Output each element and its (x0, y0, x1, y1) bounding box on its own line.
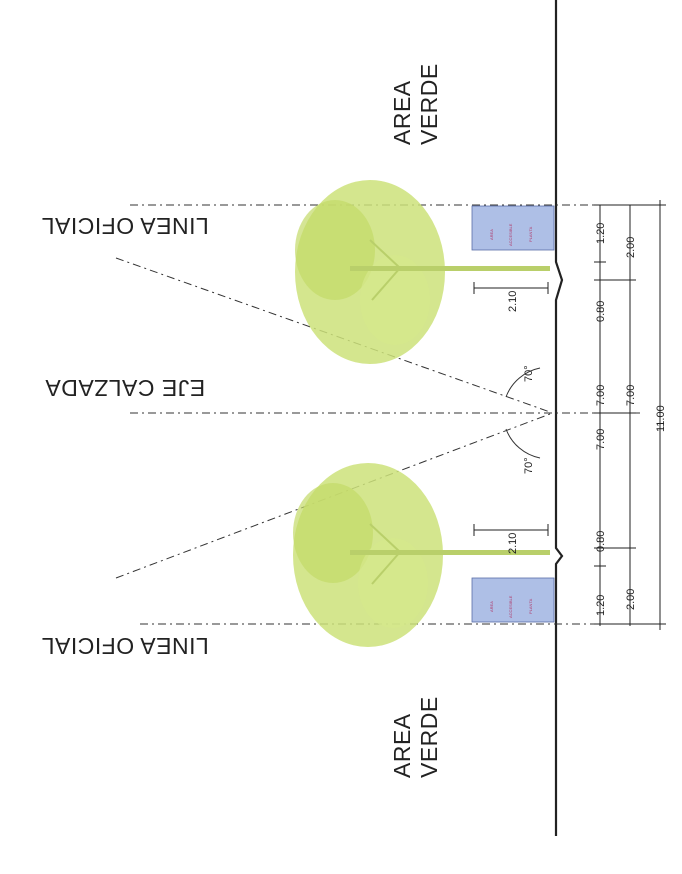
angle-arc-lower (505, 428, 541, 459)
angle-arc-upper (505, 367, 541, 398)
eje-calzada-label: EJE CALZADA (45, 375, 205, 401)
sight-line-upper (115, 257, 551, 413)
tree-top (295, 180, 550, 364)
tree-height-label-bottom: 2.10 (507, 533, 519, 554)
ground-line (554, 0, 564, 836)
dimension-chain (594, 200, 666, 630)
svg-text:ACCESIBLE: ACCESIBLE (508, 223, 513, 246)
dim-top-sidewalk: 2.00 (625, 237, 637, 258)
angle-label-lower: 70° (523, 457, 535, 474)
dim-bottom-lane-inner: 7.00 (595, 429, 607, 450)
dim-top-lane-outer: 7.00 (625, 385, 637, 406)
svg-text:AREA: AREA (489, 229, 494, 240)
dim-total: 11.00 (655, 405, 667, 432)
planter-top: AREA ACCESIBLE PLANTA (471, 205, 555, 251)
svg-text:PLANTA: PLANTA (528, 226, 533, 242)
dim-bottom-curb: 0.80 (595, 531, 607, 552)
tree-bottom (293, 463, 550, 647)
tree-height-dim-bottom (473, 524, 549, 536)
tree-height-label-top: 2.10 (507, 291, 519, 312)
angle-label-upper: 70° (523, 365, 535, 382)
svg-text:AREA: AREA (489, 601, 494, 612)
dim-bottom-sidewalk: 2.00 (625, 589, 637, 610)
svg-text:ACCESIBLE: ACCESIBLE (508, 595, 513, 618)
dim-bottom-planter: 1.20 (595, 595, 607, 616)
sight-line-lower (115, 413, 551, 579)
dim-top-curb: 0.80 (595, 301, 607, 322)
tree-height-dim-top (473, 282, 549, 294)
dim-top-lane-inner: 7.00 (595, 385, 607, 406)
linea-oficial-label-top: LINEA OFICIAL (41, 213, 209, 239)
linea-oficial-label-bottom: LINEA OFICIAL (41, 633, 209, 659)
area-verde-bottom-line2: VERDE (416, 696, 442, 778)
dim-top-planter: 1.20 (595, 223, 607, 244)
area-verde-bottom-line1: AREA (389, 713, 415, 778)
area-verde-top-line1: AREA (389, 80, 415, 145)
area-verde-top-line2: VERDE (416, 63, 442, 145)
planter-bottom: AREA ACCESIBLE PLANTA (471, 577, 555, 623)
svg-text:PLANTA: PLANTA (528, 598, 533, 614)
